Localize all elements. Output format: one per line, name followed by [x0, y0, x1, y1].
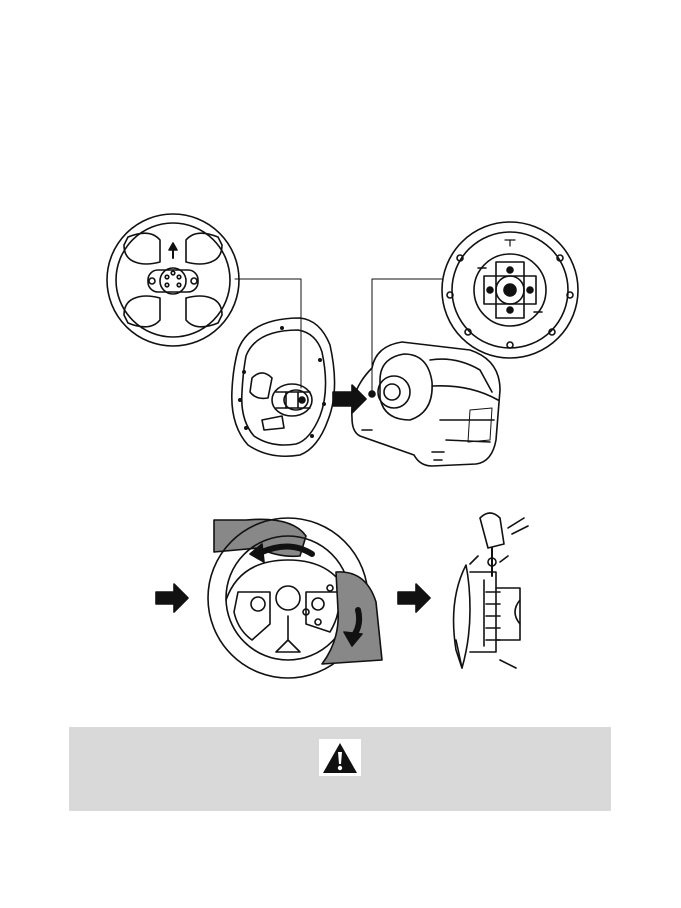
warning-triangle-icon	[319, 739, 361, 776]
wheel-base-icon	[352, 342, 500, 466]
side-view-icon	[454, 513, 528, 668]
rotate-arrow-icon	[208, 518, 382, 678]
quick-release-plate-icon	[107, 214, 239, 346]
racing-wheel-icon	[232, 318, 335, 456]
hub-connector-icon	[442, 222, 578, 358]
